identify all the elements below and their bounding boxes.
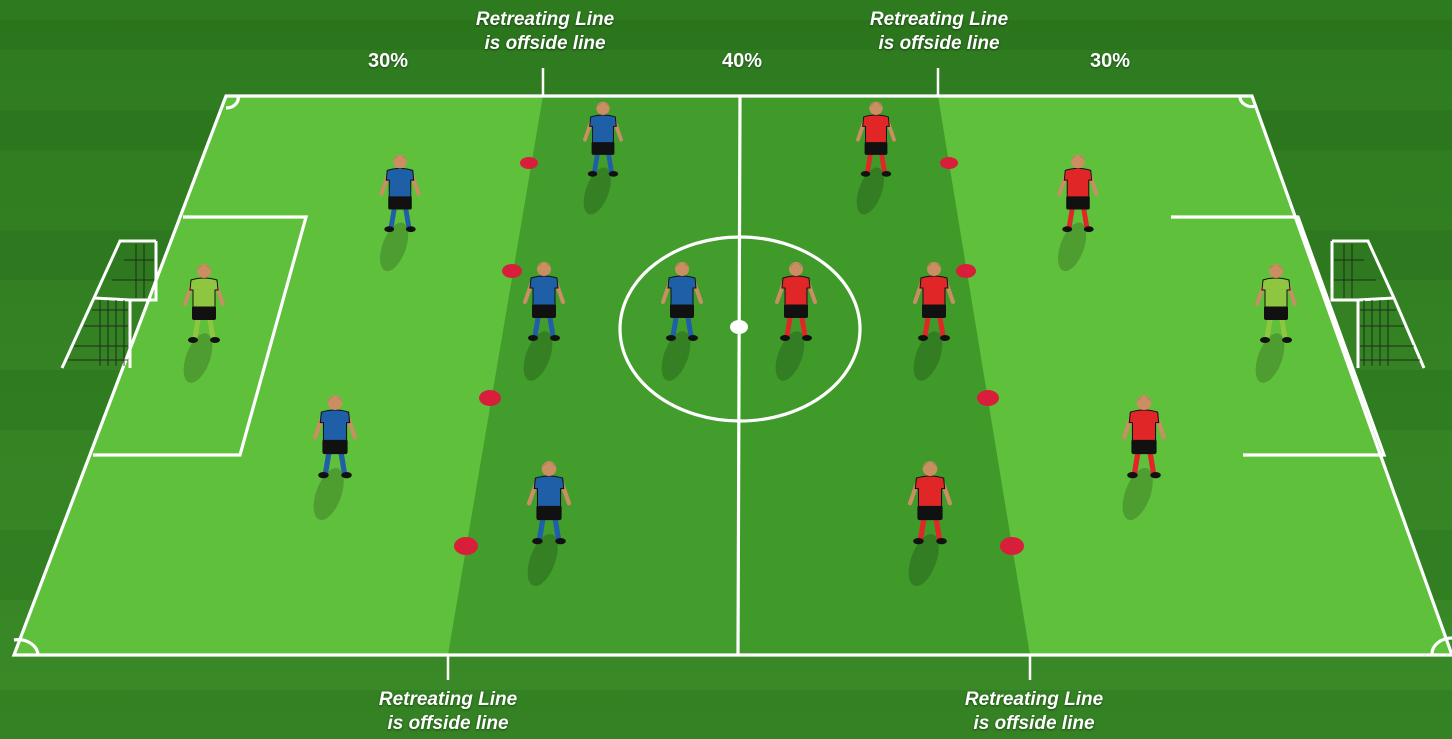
label-line: Retreating Line [378, 689, 518, 710]
label-line: is offside line [973, 713, 1095, 734]
cone-marker [520, 157, 538, 169]
left-zone-percent: 30% [367, 50, 409, 72]
cone-marker [479, 390, 501, 406]
red-goalkeeper [1255, 264, 1297, 383]
red-player [1057, 154, 1099, 272]
middle-zone-percent: 40% [721, 50, 763, 72]
red-player [907, 461, 953, 587]
cone-marker [977, 390, 999, 406]
label-bottom-left: Retreating Line is offside line [348, 688, 548, 736]
label-bottom-right: Retreating Line is offside line [934, 688, 1134, 736]
label-top-left: Retreating Line is offside line [445, 8, 645, 56]
red-player [913, 262, 955, 381]
centre-spot [730, 320, 748, 334]
cone-marker [454, 537, 478, 555]
label-line: Retreating Line [869, 9, 1009, 30]
blue-player [379, 154, 421, 272]
red-player [775, 262, 817, 381]
label-line: is offside line [484, 33, 606, 54]
label-line: is offside line [878, 33, 1000, 54]
blue-player [661, 262, 703, 381]
cones [454, 157, 1024, 555]
blue-goalkeeper [183, 264, 225, 383]
blue-player [526, 461, 572, 587]
cone-marker [956, 264, 976, 278]
centre-circle [618, 235, 862, 423]
blue-player [523, 262, 565, 381]
label-line: Retreating Line [964, 689, 1104, 710]
right-penalty-box [1171, 215, 1387, 457]
red-player [856, 101, 896, 215]
pitch-lines [11, 94, 1452, 657]
cone-marker [940, 157, 958, 169]
label-line: Retreating Line [475, 9, 615, 30]
right-zone-percent: 30% [1089, 50, 1131, 72]
touchline [11, 94, 1452, 657]
right-goal [1330, 239, 1426, 369]
offside-ticks [446, 68, 1032, 680]
blue-player [583, 101, 623, 215]
cone-marker [1000, 537, 1024, 555]
halfway-line [736, 95, 742, 656]
left-penalty-box [93, 215, 309, 457]
label-top-right: Retreating Line is offside line [839, 8, 1039, 56]
cone-marker [502, 264, 522, 278]
red-player [1121, 395, 1167, 521]
players [183, 101, 1297, 587]
left-goal [60, 239, 158, 369]
label-line: is offside line [387, 713, 509, 734]
blue-player [312, 395, 358, 521]
